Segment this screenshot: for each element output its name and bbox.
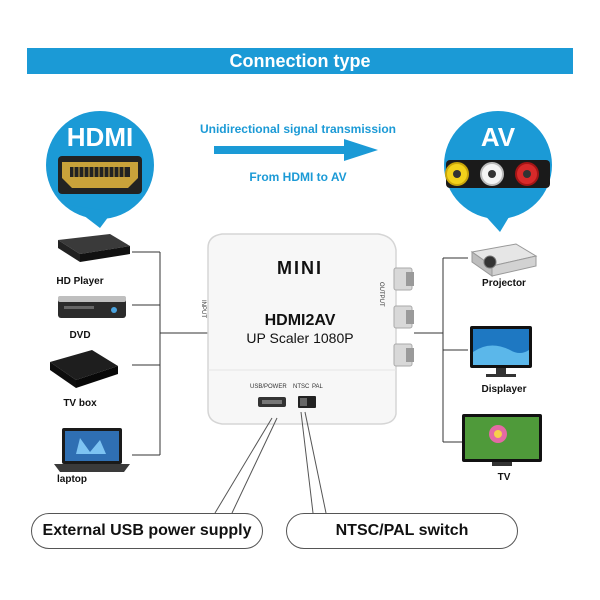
input-label-dvd: DVD xyxy=(69,330,91,341)
device-model: HDMI2AV xyxy=(264,312,336,329)
input-port-label: INPUT xyxy=(200,300,206,318)
projector-icon xyxy=(470,243,538,277)
transmission-arrow xyxy=(214,139,378,161)
transmission-line1: Unidirectional signal transmission xyxy=(199,122,397,136)
device-subtitle: UP Scaler 1080P xyxy=(246,330,354,346)
ntsc-pal-switch-callout: NTSC/PAL switch xyxy=(286,513,518,549)
output-label-tv: TV xyxy=(497,472,511,483)
page-title: Connection type xyxy=(229,51,371,71)
output-label-displayer: Displayer xyxy=(481,384,527,395)
transmission-line2: From HDMI to AV xyxy=(249,170,347,184)
callout-pointers xyxy=(214,411,327,514)
usb-port-label: USB/POWER xyxy=(250,384,287,390)
tv-box-icon xyxy=(50,350,118,388)
input-bracket xyxy=(132,251,210,456)
dvd-icon xyxy=(58,296,126,318)
tv-icon xyxy=(462,414,542,466)
usb-power-callout: External USB power supply xyxy=(31,513,263,549)
hdmi-connector-icon xyxy=(58,156,142,194)
hdmi-label: HDMI xyxy=(66,122,134,152)
input-label-laptop: laptop xyxy=(57,474,87,485)
converter-device xyxy=(207,233,414,425)
monitor-icon xyxy=(470,326,532,377)
header-banner xyxy=(27,48,573,74)
ntsc-label: NTSC xyxy=(293,384,310,390)
hd-player-icon xyxy=(58,234,130,262)
laptop-icon xyxy=(54,428,130,472)
av-label: AV xyxy=(480,122,516,152)
output-label-projector: Projector xyxy=(482,278,526,289)
pal-label: PAL xyxy=(312,384,323,390)
input-label-hd-player: HD Player xyxy=(56,276,104,287)
input-label-tv-box: TV box xyxy=(63,398,97,409)
output-port-label: OUTPUT xyxy=(378,282,384,307)
device-brand: MINI xyxy=(277,258,323,278)
rca-jacks-icon xyxy=(445,160,550,188)
